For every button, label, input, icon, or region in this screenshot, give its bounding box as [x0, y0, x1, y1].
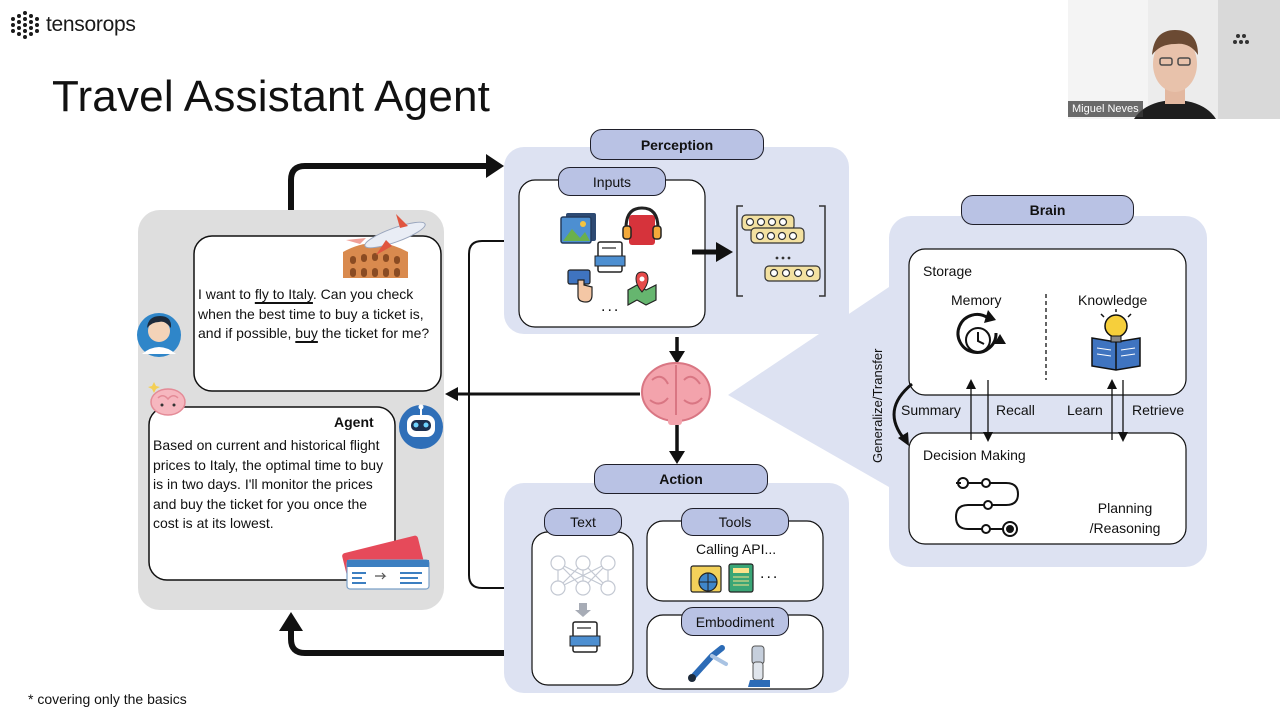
- side-connector: [468, 240, 504, 589]
- inputs-ellipsis: ...: [601, 298, 621, 315]
- agent-name-label: Agent: [334, 414, 374, 430]
- tools-ellipsis: ...: [760, 565, 780, 582]
- flow-to-perception-arrow: [288, 163, 490, 210]
- logo-wordmark: tensorops: [46, 13, 136, 36]
- airplane-icon: [346, 214, 426, 255]
- tensorops-logo: tensorops: [10, 10, 136, 40]
- token-vectors-graphic: [736, 205, 826, 297]
- tools-label: Tools: [681, 508, 789, 536]
- flow-to-agent-arrow: [288, 628, 504, 656]
- text-label: Text: [544, 508, 622, 536]
- generalize-arrow: [892, 382, 913, 441]
- agent-message-bubble: [148, 406, 396, 581]
- user-message-text: I want to fly to Italy. Can you check wh…: [198, 286, 430, 342]
- tools-caption: Calling API...: [696, 541, 777, 557]
- down-arrow-icon: [575, 603, 591, 617]
- inputs-label: Inputs: [558, 167, 666, 196]
- brain-callout-wedge: [728, 287, 889, 487]
- footnote: * covering only the basics: [28, 691, 187, 707]
- robot-arm-icon: [688, 645, 728, 682]
- summary-label: Summary: [901, 402, 961, 418]
- decision-flow-icon: [954, 477, 1020, 537]
- recall-label: Recall: [996, 402, 1035, 418]
- colosseum-illustration: [343, 243, 408, 278]
- brain-illustration: [641, 362, 711, 425]
- retrieve-label: Retrieve: [1132, 402, 1185, 418]
- web-browser-icon: [690, 565, 722, 593]
- user-avatar: [137, 313, 181, 357]
- slide-title: Travel Assistant Agent: [52, 72, 491, 121]
- neural-network-icon: [550, 555, 616, 596]
- spreadsheet-icon: [728, 563, 754, 593]
- generalize-transfer-label: Generalize/Transfer: [870, 348, 885, 463]
- decision-making-label: Decision Making: [923, 447, 1026, 463]
- presenter-video: [1068, 0, 1280, 119]
- touch-icon: [567, 269, 593, 303]
- txt-output-icon: [569, 621, 601, 653]
- decision-making-box: [908, 432, 1187, 545]
- action-label: Action: [594, 464, 768, 494]
- memory-label: Memory: [951, 292, 1002, 308]
- planning-reasoning-label: Planning /Reasoning: [1089, 500, 1161, 536]
- knowledge-book-icon: [1091, 309, 1141, 371]
- brain-mascot-icon: [148, 382, 186, 416]
- map-pin-icon: [627, 271, 657, 307]
- webcam-thumbnail[interactable]: Miguel Neves: [1068, 0, 1280, 119]
- agent-message-text: Based on current and historical flight p…: [153, 437, 384, 532]
- knowledge-label: Knowledge: [1078, 292, 1148, 308]
- memory-clock-icon: [956, 310, 1006, 354]
- robot-avatar: [399, 404, 443, 449]
- embodiment-label: Embodiment: [681, 607, 789, 636]
- perception-label: Perception: [590, 129, 764, 160]
- storage-label: Storage: [923, 263, 973, 279]
- learn-label: Learn: [1067, 402, 1103, 418]
- txt-file-icon: [594, 241, 626, 273]
- brain-label: Brain: [961, 195, 1134, 225]
- robot-leg-icon: [748, 645, 770, 687]
- tensorops-logo-icon: [11, 11, 39, 39]
- image-file-icon: [560, 213, 596, 244]
- audio-book-icon: [622, 206, 662, 245]
- participant-name: Miguel Neves: [1068, 101, 1143, 117]
- flight-tickets-illustration: [342, 535, 430, 590]
